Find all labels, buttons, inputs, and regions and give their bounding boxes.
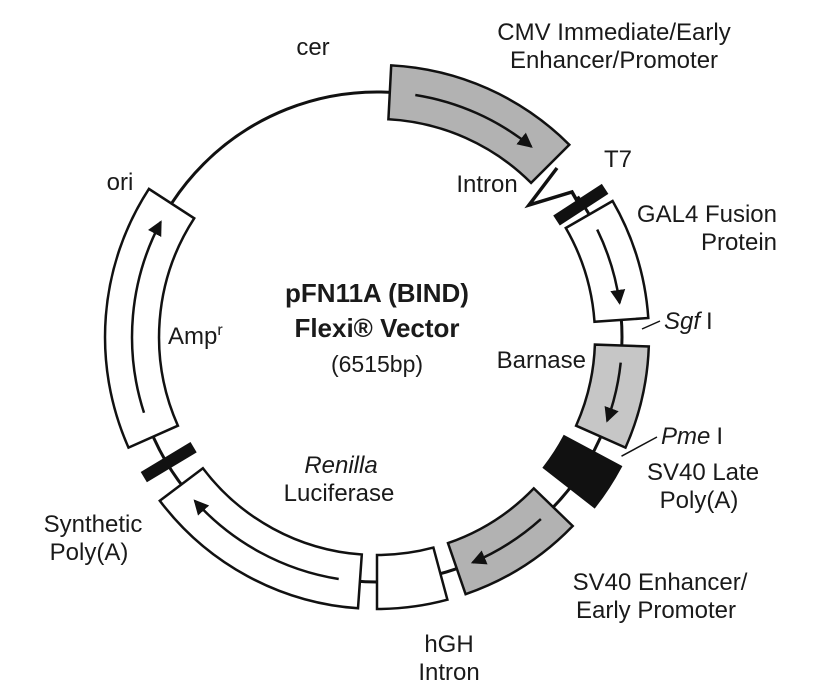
feature-tick-synthetic-polya <box>140 442 197 483</box>
pmeI-connector-line <box>621 436 658 457</box>
amp-direction-arrow <box>130 220 162 414</box>
feature-band-gal4 <box>564 199 650 324</box>
cmv-direction-arrow <box>415 93 533 148</box>
label-synthetic-polya-line2: Poly(A) <box>50 539 129 566</box>
label-synthetic-polya-line1: Synthetic <box>44 511 143 538</box>
label-hgh-line1: hGH <box>424 631 473 658</box>
feature-box-sv40-late-polya <box>542 434 623 509</box>
label-t7: T7 <box>604 146 632 173</box>
sgfI-connector-line <box>641 320 661 330</box>
gal4-direction-arrow <box>596 229 626 305</box>
label-sv40-enhancer-line2: Early Promoter <box>576 597 736 624</box>
label-cer: cer <box>296 34 329 61</box>
barnase-direction-arrow <box>604 362 622 423</box>
label-renilla-line1: Renilla <box>304 452 377 479</box>
label-sgfI-italic: Sgf <box>664 308 702 335</box>
plasmid-title-line2: Flexi® Vector <box>294 313 459 343</box>
feature-band-barnase <box>574 343 651 450</box>
label-amp-base: Amp <box>168 323 217 350</box>
sv40-enhancer-direction-arrow <box>470 518 542 565</box>
label-sv40-late-line1: SV40 Late <box>647 459 759 486</box>
label-cmv-line2: Enhancer/Promoter <box>510 47 718 74</box>
label-gal4-line1: GAL4 Fusion <box>637 201 777 228</box>
label-amp-superscript: r <box>217 322 223 339</box>
label-hgh-line2: Intron <box>418 659 479 686</box>
renilla-direction-arrow <box>193 499 339 581</box>
feature-band-hgh-intron <box>375 546 449 611</box>
feature-band-cmv-promoter <box>387 64 572 185</box>
label-sgfI-rest: I <box>706 308 713 335</box>
intron-zigzag-break <box>524 166 582 209</box>
label-barnase: Barnase <box>497 347 586 374</box>
label-pmeI-italic: Pme <box>661 423 710 450</box>
label-gal4-line2: Protein <box>701 229 777 256</box>
label-sv40-late-line2: Poly(A) <box>660 487 739 514</box>
label-cmv-line1: CMV Immediate/Early <box>497 19 730 46</box>
label-ori: ori <box>107 169 134 196</box>
feature-tick-t7 <box>553 183 609 226</box>
label-pmeI-rest: I <box>716 423 723 450</box>
feature-band-amp-resistance <box>103 187 196 450</box>
label-sv40-enhancer-line1: SV40 Enhancer/ <box>573 569 748 596</box>
plasmid-title-line1: pFN11A (BIND) <box>285 278 469 308</box>
label-amp: Ampr <box>168 322 223 350</box>
label-intron-break: Intron <box>456 171 517 198</box>
label-renilla-line2: Luciferase <box>284 480 395 507</box>
plasmid-size-label: (6515bp) <box>331 351 423 377</box>
